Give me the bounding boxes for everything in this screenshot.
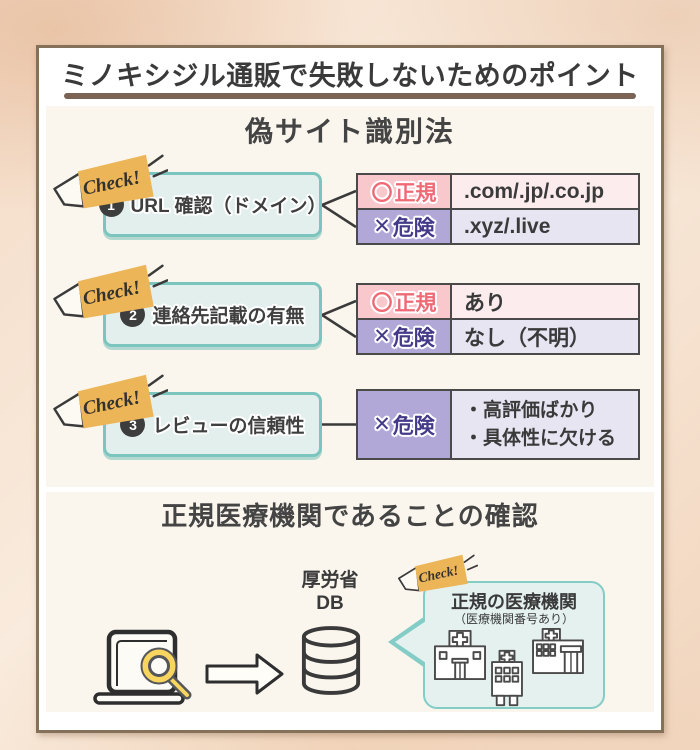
danger-label-cell: ✕ 危険: [358, 391, 450, 458]
topic-label-url-check: URL 確認（ドメイン）: [130, 196, 327, 217]
danger-value-cell: ・高評価ばかり ・具体性に欠ける: [452, 391, 638, 458]
danger-mark: ✕: [373, 413, 391, 436]
verification-heading: 正規医療機関であることの確認: [161, 501, 539, 531]
danger-value-line-1: ・高評価ばかり: [464, 399, 598, 421]
check-ribbon-icon: Check!: [53, 154, 168, 209]
contact-info-table: 〇 正規 あり ✕ 危険 なし（不明）: [356, 283, 640, 355]
danger-value-cell: なし（不明）: [452, 320, 638, 353]
ok-label: 正規: [394, 291, 437, 315]
hospital-icon: [434, 629, 486, 681]
legit-clinic-bubble: 正規の医療機関 （医療機関番号あり）: [388, 581, 605, 709]
database-icon: [301, 626, 361, 695]
fork-connector-2: [322, 299, 356, 339]
check-ribbon-icon: Check!: [397, 554, 478, 592]
ok-label-cell: 〇 正規: [358, 175, 450, 208]
danger-label: 危険: [392, 414, 435, 438]
ok-mark: 〇: [371, 291, 393, 315]
ok-label-cell: 〇 正規: [358, 285, 450, 318]
hospital-icon: [491, 649, 523, 707]
ok-mark: 〇: [371, 181, 393, 205]
check-ribbon-icon: Check!: [53, 264, 168, 319]
danger-label: 危険: [392, 326, 435, 350]
db-label-line2: DB: [316, 592, 344, 614]
line-connector-3: [322, 423, 356, 426]
db-label-line1: 厚労省: [301, 570, 359, 591]
topic-box-url-check: 1 URL 確認（ドメイン）: [98, 172, 327, 237]
laptop-search-icon: [93, 629, 192, 705]
danger-value-line-2: ・具体性に欠ける: [464, 427, 617, 449]
db-label: 厚労省 DB: [290, 570, 370, 616]
page-title: ミノキシジル通販で失敗しないためのポイント: [61, 61, 639, 91]
ok-value-cell: .com/.jp/.co.jp: [452, 175, 638, 208]
danger-label-cell: ✕ 危険: [358, 210, 450, 243]
danger-label-cell: ✕ 危険: [358, 320, 450, 353]
fake-site-section: 偽サイト識別法 1 URL 確認（ドメイン） Check! 〇 正規 .c: [46, 106, 654, 487]
infographic-card: ミノキシジル通販で失敗しないためのポイント 偽サイト識別法 1 URL 確認（ド…: [36, 45, 664, 733]
danger-mark: ✕: [373, 325, 391, 348]
review-table: ✕ 危険 ・高評価ばかり ・具体性に欠ける: [356, 389, 640, 460]
danger-mark: ✕: [373, 215, 391, 238]
topic-label-review-reliability: レビューの信頼性: [152, 416, 305, 437]
danger-label: 危険: [392, 216, 435, 240]
check-ribbon-icon: Check!: [53, 374, 168, 429]
bubble-heading: 正規の医療機関: [451, 592, 577, 612]
verification-section: 正規医療機関であることの確認 厚労省 DB: [46, 492, 654, 712]
fork-connector-1: [322, 189, 356, 229]
url-check-table: 〇 正規 .com/.jp/.co.jp ✕ 危険 .xyz/.live: [356, 173, 640, 245]
arrow-right-icon: [205, 653, 284, 695]
bubble-subheading: （医療機関番号あり）: [453, 612, 574, 626]
hospital-icon: [532, 627, 584, 675]
fake-site-heading: 偽サイト識別法: [244, 116, 455, 147]
ok-label: 正規: [394, 181, 437, 205]
title-divider: [64, 93, 636, 99]
topic-label-contact-info: 連絡先記載の有無: [152, 306, 305, 327]
ok-value-cell: あり: [452, 285, 638, 318]
danger-value-cell: .xyz/.live: [452, 210, 638, 243]
